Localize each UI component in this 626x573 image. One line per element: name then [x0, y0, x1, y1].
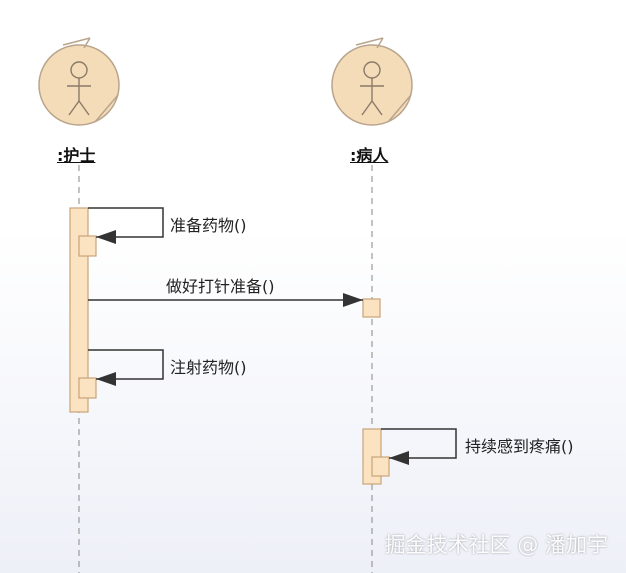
message-label-prepare-medicine: 准备药物() — [170, 216, 247, 235]
activation-bar-nurse — [69, 207, 89, 413]
message-arrow-continued-pain — [381, 428, 457, 465]
activation-self-pain — [371, 456, 390, 477]
actor-icon-nurse — [38, 37, 120, 126]
actor-name-patient: :病人 — [350, 146, 389, 165]
watermark: 掘金技术社区 @ 潘加宇 — [384, 533, 608, 557]
actor-name-nurse: :护士 — [57, 146, 96, 165]
message-label-ready-injection: 做好打针准备() — [166, 277, 275, 296]
activation-patient-prepare — [362, 298, 381, 318]
activation-self-prepare — [78, 235, 97, 257]
actor-icon-patient — [331, 37, 413, 126]
message-label-inject-medicine: 注射药物() — [170, 358, 247, 377]
activation-self-inject — [78, 377, 97, 399]
message-label-continued-pain: 持续感到疼痛() — [465, 437, 574, 456]
message-arrow-prepare-medicine — [88, 207, 164, 244]
message-arrow-inject-medicine — [88, 349, 164, 386]
